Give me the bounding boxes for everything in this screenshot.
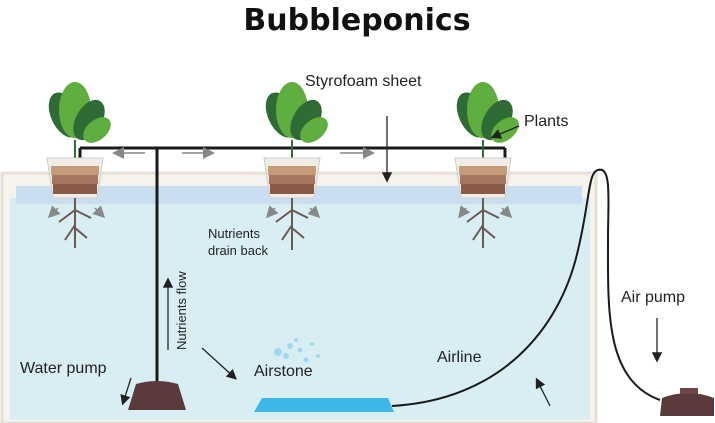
plant-icon	[265, 82, 328, 160]
tank	[0, 171, 598, 423]
nutrients-drain-label-line2: drain back	[208, 243, 268, 258]
airline-label: Airline	[437, 349, 482, 366]
airline-tube	[391, 168, 661, 407]
plant-icon	[456, 82, 519, 160]
pump-icon	[660, 393, 714, 416]
airstone-label: Airstone	[254, 363, 313, 380]
plant-1	[46, 82, 111, 248]
water-pump	[128, 381, 186, 410]
drain-arrows	[47, 205, 513, 219]
roots	[275, 198, 309, 250]
airline-pointer	[535, 377, 551, 407]
plant-icon	[48, 82, 111, 160]
title: Bubbleponics	[243, 3, 470, 38]
bubbles-icon	[274, 338, 320, 363]
styrofoam-label: Styrofoam sheet	[305, 73, 422, 90]
water-pump-pointer	[120, 377, 132, 406]
airstone-pointer	[201, 347, 237, 380]
air-pump-label: Air pump	[621, 289, 685, 306]
nutrients-flow-label: Nutrients flow	[174, 271, 189, 350]
nutrients-drain-label-line1: Nutrients	[208, 226, 261, 241]
plants-pointer	[490, 125, 520, 139]
roots	[466, 198, 500, 248]
airstone	[254, 338, 394, 412]
roots	[58, 198, 92, 248]
plants-label: Plants	[524, 113, 568, 130]
airstone-icon	[254, 398, 394, 412]
water-pump-label: Water pump	[20, 360, 107, 377]
air-pump	[660, 388, 714, 416]
pump-icon	[128, 381, 186, 410]
plant-3	[454, 82, 519, 248]
water	[10, 198, 590, 420]
plant-2	[263, 82, 328, 250]
